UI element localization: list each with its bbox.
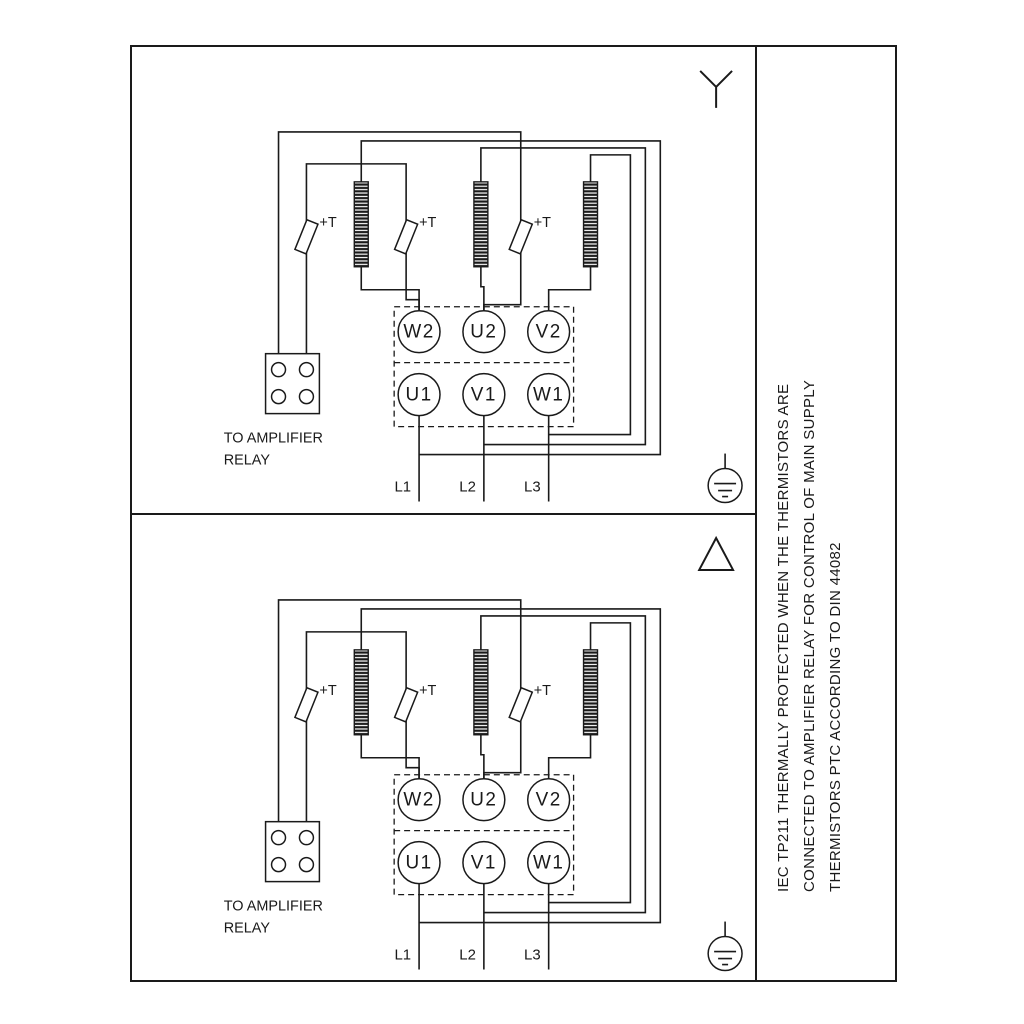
motor-windings <box>353 181 599 268</box>
relay-pin <box>270 361 287 378</box>
delta-wiring-section: +T +T +T TO <box>132 515 755 981</box>
terminal-label: U2 <box>470 789 497 810</box>
earth-ground-icon <box>707 453 743 504</box>
side-note-line-1: IEC TP211 THERMALLY PROTECTED WHEN THE T… <box>775 383 792 892</box>
relay-caption-line2: RELAY <box>224 920 271 936</box>
terminal-label: W1 <box>533 852 564 873</box>
relay-pin <box>270 856 287 872</box>
star-icon <box>699 70 733 108</box>
thermistor-label: +T <box>319 682 336 698</box>
terminal-w1 <box>526 372 571 417</box>
relay-pin <box>298 361 315 378</box>
terminal-v2 <box>526 309 571 354</box>
terminal-w1 <box>526 840 571 884</box>
side-note-panel: IEC TP211 THERMALLY PROTECTED WHEN THE T… <box>757 47 895 980</box>
thermistor-icon <box>293 686 319 723</box>
terminal-box: W2 U2 V2 U1 V1 W1 <box>393 306 575 428</box>
motor-winding <box>473 181 489 268</box>
relay-pin <box>270 388 287 405</box>
terminal-u1 <box>397 372 441 417</box>
terminal-label: V1 <box>471 852 497 873</box>
thermistor-icon <box>293 218 319 255</box>
earth-ground-icon <box>707 921 743 971</box>
supply-label-l1: L1 <box>394 479 411 496</box>
side-note-line-2: CONNECTED TO AMPLIFIER RELAY FOR CONTROL… <box>801 379 818 892</box>
supply-label-l2: L2 <box>459 946 476 963</box>
motor-winding <box>473 648 489 735</box>
thermistor-icon <box>393 686 419 723</box>
thermistor-label: +T <box>534 682 551 698</box>
motor-winding <box>353 181 369 268</box>
terminal-label: V2 <box>536 789 562 810</box>
relay-connector-block <box>264 352 321 415</box>
side-note-text: IEC TP211 THERMALLY PROTECTED WHEN THE T… <box>757 47 893 980</box>
terminal-label: V2 <box>536 322 562 343</box>
terminal-label: U1 <box>405 852 432 873</box>
terminal-label: W2 <box>403 789 434 810</box>
terminal-u1 <box>397 840 441 884</box>
wiring <box>277 131 662 502</box>
thermistor-label: +T <box>319 215 336 231</box>
motor-windings <box>353 648 599 735</box>
diagram-frame: +T +T +T <box>130 45 897 982</box>
relay-pin <box>298 388 315 405</box>
terminal-w2 <box>397 309 441 354</box>
relay-pin <box>270 829 287 845</box>
thermistor-icon <box>508 218 534 255</box>
supply-label-l3: L3 <box>524 946 541 963</box>
delta-icon <box>697 535 735 571</box>
thermistor-icon <box>508 686 534 723</box>
supply-label-l2: L2 <box>459 479 476 496</box>
side-note-line-3: THERMISTORS PTC ACCORDING TO DIN 44082 <box>827 542 844 892</box>
terminal-v1 <box>462 840 506 884</box>
terminal-v2 <box>526 777 571 821</box>
terminal-label: U2 <box>470 322 497 343</box>
relay-caption-line1: TO AMPLIFIER <box>224 431 323 447</box>
thermistor-label: +T <box>534 215 551 231</box>
motor-winding <box>582 181 599 268</box>
motor-winding <box>582 648 599 735</box>
diagram-column: +T +T +T <box>132 47 757 980</box>
relay-pin <box>298 829 315 845</box>
terminal-label: V1 <box>471 385 497 406</box>
supply-label-l3: L3 <box>524 479 541 496</box>
thermistor-label: +T <box>419 215 436 231</box>
terminal-w2 <box>397 777 441 821</box>
relay-connector-block <box>264 820 321 882</box>
thermistor-label: +T <box>419 682 436 698</box>
relay-caption-line2: RELAY <box>224 453 271 469</box>
terminal-label: W2 <box>403 322 434 343</box>
relay-caption-line1: TO AMPLIFIER <box>224 898 323 914</box>
terminal-label: U1 <box>405 385 432 406</box>
motor-winding <box>353 648 369 735</box>
wiring <box>277 598 662 970</box>
relay-pin <box>298 856 315 872</box>
terminal-u2 <box>462 777 506 821</box>
supply-label-l1: L1 <box>394 946 411 963</box>
terminal-u2 <box>462 309 506 354</box>
terminal-box: W2 U2 V2 U1 V1 W1 <box>393 773 575 895</box>
terminal-label: W1 <box>533 385 564 406</box>
thermistor-icon <box>393 218 419 255</box>
terminal-v1 <box>462 372 506 417</box>
star-wiring-section: +T +T +T <box>132 47 755 515</box>
